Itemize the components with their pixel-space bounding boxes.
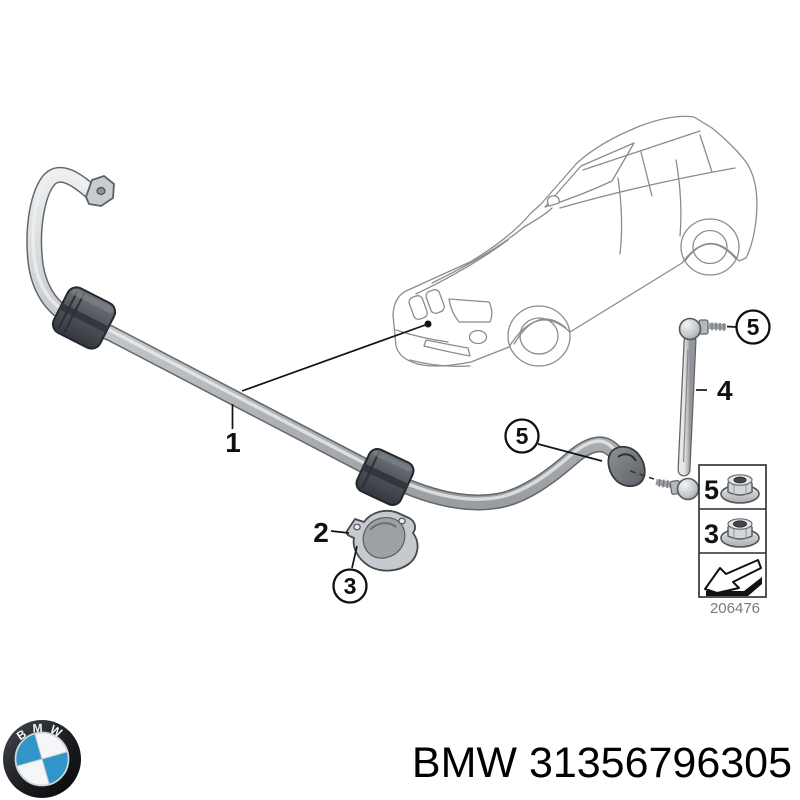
- parts-diagram: 1 2 3 4 5 5: [0, 115, 771, 617]
- callout-5-link-label: 5: [747, 314, 760, 340]
- direction-arrow-icon: [704, 559, 762, 596]
- callout-2: 2: [313, 517, 350, 548]
- car-illustration: [392, 115, 758, 368]
- car-leader-line: [241, 320, 432, 392]
- legend-box: 5 3: [698, 464, 767, 598]
- bushing-left: [51, 286, 117, 350]
- assembly-dashed-line: [629, 470, 655, 480]
- callout-5-link: 5: [726, 309, 771, 345]
- headlight: [448, 298, 493, 323]
- stabilizer-bar: [33, 172, 646, 503]
- foglight: [468, 329, 488, 345]
- stabilizer-link: [655, 317, 727, 501]
- bar-right-eyelet: [607, 445, 646, 488]
- callout-4-label: 4: [717, 375, 733, 406]
- bmw-logo: BMW: [3, 720, 81, 798]
- flange-nut-icon: [720, 518, 760, 548]
- bushing-center: [355, 447, 415, 507]
- leader-dot: [424, 320, 432, 328]
- callout-1-label: 1: [225, 427, 241, 458]
- callout-4: 4: [696, 375, 733, 406]
- bar-left-eyelet: [85, 175, 115, 207]
- rear-wheel: [680, 218, 740, 276]
- bracket-hole: [398, 517, 406, 525]
- legend-row-nut-5: 5: [704, 474, 760, 505]
- link-bottom-balljoint: [655, 477, 700, 501]
- grille: [408, 289, 445, 320]
- bracket-hole: [353, 523, 361, 531]
- callout-3-label: 3: [344, 573, 357, 599]
- front-wheel: [507, 305, 571, 367]
- callout-3: 3: [332, 545, 368, 604]
- legend-5-label: 5: [704, 475, 719, 505]
- legend-row-nut-3: 3: [704, 518, 760, 549]
- callout-5-bar: 5: [504, 418, 603, 462]
- legend-3-label: 3: [704, 519, 719, 549]
- diagram-code: 206476: [710, 600, 760, 617]
- callout-5-bar-label: 5: [516, 423, 529, 449]
- clamp-bracket: [345, 509, 419, 572]
- flange-nut-icon: [720, 474, 760, 504]
- callout-2-label: 2: [313, 517, 329, 548]
- part-number-text: BMW 31356796305: [411, 739, 792, 787]
- link-top-balljoint: [678, 317, 727, 341]
- callout-1: 1: [225, 404, 241, 458]
